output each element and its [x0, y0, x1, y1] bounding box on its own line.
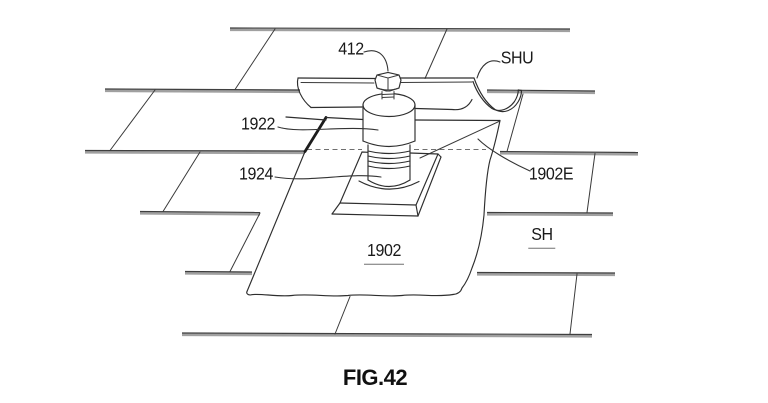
shingle-course-lines — [84, 27, 639, 338]
mount-pedestal — [331, 151, 442, 217]
shingle-joint-lines — [109, 28, 596, 335]
hex-bolt-412 — [374, 71, 402, 100]
ref-label-sh: SH — [528, 227, 556, 249]
flashing-plate-1902 — [246, 116, 501, 297]
ref-label-412: 412 — [338, 40, 364, 59]
boot-1924 — [358, 144, 420, 190]
ref-label-1924: 1924 — [239, 165, 273, 184]
sleeve-1922 — [362, 92, 416, 148]
ref-label-1902: 1902 — [364, 243, 404, 265]
ref-label-1902e: 1902E — [528, 165, 574, 184]
upper-shingle-curl-SHU — [296, 77, 523, 113]
ref-label-shu: SHU — [500, 49, 534, 68]
figure-caption: FIG.42 — [342, 365, 408, 390]
ref-label-1922: 1922 — [241, 115, 275, 134]
leader-lines — [274, 50, 531, 180]
